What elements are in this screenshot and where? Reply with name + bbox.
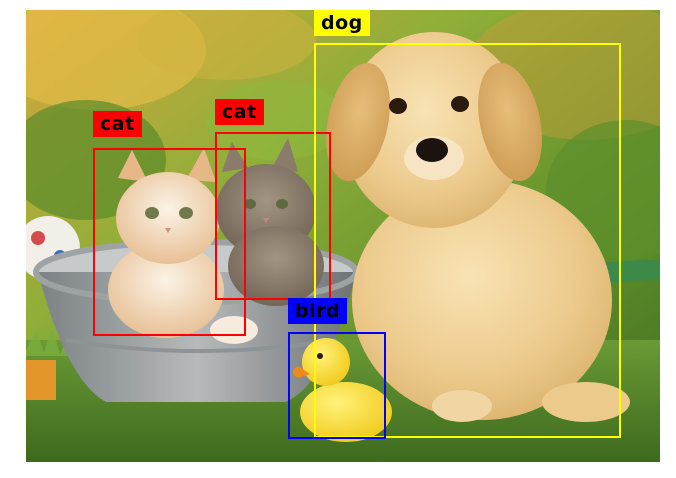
dog-bounding-box	[314, 43, 621, 438]
bird-bounding-box	[288, 332, 386, 439]
cat-bounding-box-1	[93, 148, 246, 336]
dog-label: dog	[314, 10, 370, 36]
bird-label: bird	[288, 298, 348, 324]
cat-label-2: cat	[215, 99, 264, 125]
photo-scene	[26, 10, 660, 462]
cat-bounding-box-2	[215, 132, 331, 300]
cat-label-1: cat	[93, 111, 142, 137]
photo-illustration	[26, 10, 660, 462]
